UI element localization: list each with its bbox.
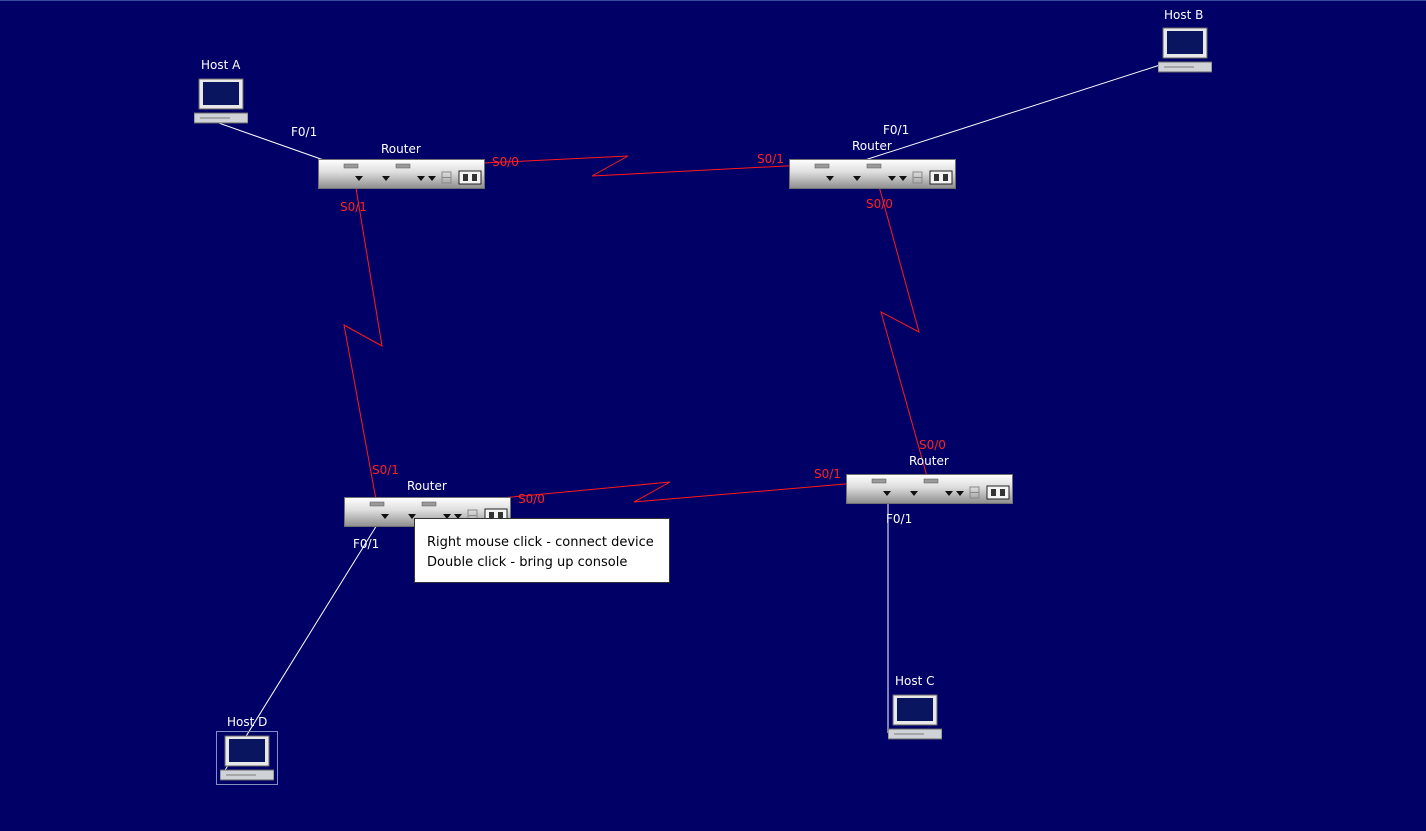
tooltip-line-console: Double click - bring up console <box>427 555 628 570</box>
router-3-label: Router <box>407 479 447 493</box>
interface-label: S0/1 <box>372 463 399 477</box>
serial-link-bottom[interactable] <box>426 480 881 506</box>
router-2[interactable] <box>789 159 956 189</box>
host-c[interactable] <box>887 694 943 740</box>
computer-icon <box>193 78 249 124</box>
host-a[interactable] <box>193 78 249 124</box>
ethernet-link-host-d-router[interactable] <box>221 511 386 776</box>
router-4-label: Router <box>909 454 949 468</box>
interface-label: F0/1 <box>886 512 913 526</box>
host-b-label: Host B <box>1164 8 1204 22</box>
interface-label: S0/0 <box>492 155 519 169</box>
interface-label: S0/1 <box>757 152 784 166</box>
computer-icon <box>887 694 943 740</box>
interface-label: S0/0 <box>518 492 545 506</box>
help-tooltip: Right mouse click - connect device Doubl… <box>414 518 670 583</box>
computer-icon <box>219 735 275 781</box>
serial-link-right[interactable] <box>873 167 929 481</box>
computer-icon <box>1157 27 1213 73</box>
interface-label: F0/1 <box>291 125 318 139</box>
router-1[interactable] <box>318 159 485 189</box>
canvas-border <box>0 0 1426 1</box>
router-icon <box>318 159 485 189</box>
interface-label: F0/1 <box>353 537 380 551</box>
interface-label: S0/0 <box>919 438 946 452</box>
interface-label: S0/0 <box>866 197 893 211</box>
router-icon <box>846 474 1013 504</box>
interface-label: S0/1 <box>814 467 841 481</box>
host-a-label: Host A <box>201 58 241 72</box>
router-2-label: Router <box>852 139 892 153</box>
host-c-label: Host C <box>895 674 935 688</box>
interface-label: S0/1 <box>340 200 367 214</box>
router-4[interactable] <box>846 474 1013 504</box>
serial-link-top[interactable] <box>401 155 825 177</box>
host-d-label: Host D <box>227 715 268 729</box>
router-icon <box>789 159 956 189</box>
interface-label: F0/1 <box>883 123 910 137</box>
serial-link-left[interactable] <box>343 181 383 506</box>
router-1-label: Router <box>381 142 421 156</box>
tooltip-line-connect: Right mouse click - connect device <box>427 535 654 550</box>
host-d[interactable] <box>216 731 278 785</box>
ethernet-link-host-b-router[interactable] <box>839 64 1161 169</box>
host-b[interactable] <box>1157 27 1213 73</box>
